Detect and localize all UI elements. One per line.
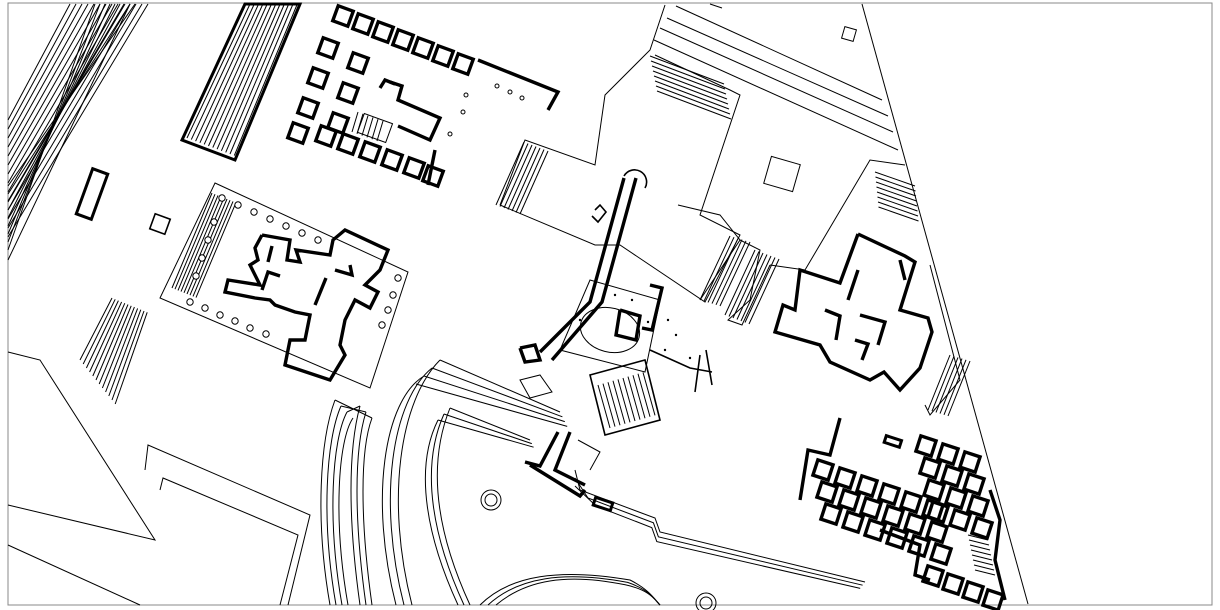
plinth-block: [74, 166, 110, 222]
plaza-northeast: [495, 3, 919, 326]
boundary-walls-south: [524, 431, 904, 513]
fountain-circle: [480, 489, 502, 511]
well-circle-inner: [699, 596, 713, 610]
road-edge: [144, 444, 311, 606]
central-pavilion: [518, 169, 713, 436]
site-boundary-edge: [861, 3, 1029, 605]
courtyard-building-north: [285, 3, 561, 189]
terrace-wedge-inner: [7, 544, 141, 606]
terrace-wedge: [7, 351, 157, 541]
well-circle: [695, 592, 717, 610]
curved-terrace-south: [320, 359, 866, 606]
diagonal-stair-band-left: [7, 3, 149, 261]
courtyard-building-south: [798, 417, 1007, 610]
stair-block-upper-frame: [179, 2, 303, 162]
stair-block-upper: [186, 3, 298, 156]
stair-block-lower-left: [79, 297, 148, 405]
temple-west: [159, 182, 409, 389]
drawing-frame: [7, 2, 1213, 606]
pedestal-block: [148, 212, 172, 236]
fountain-circle-inner: [484, 493, 498, 507]
road-edge-inner: [159, 477, 299, 606]
building-east: [772, 232, 971, 417]
